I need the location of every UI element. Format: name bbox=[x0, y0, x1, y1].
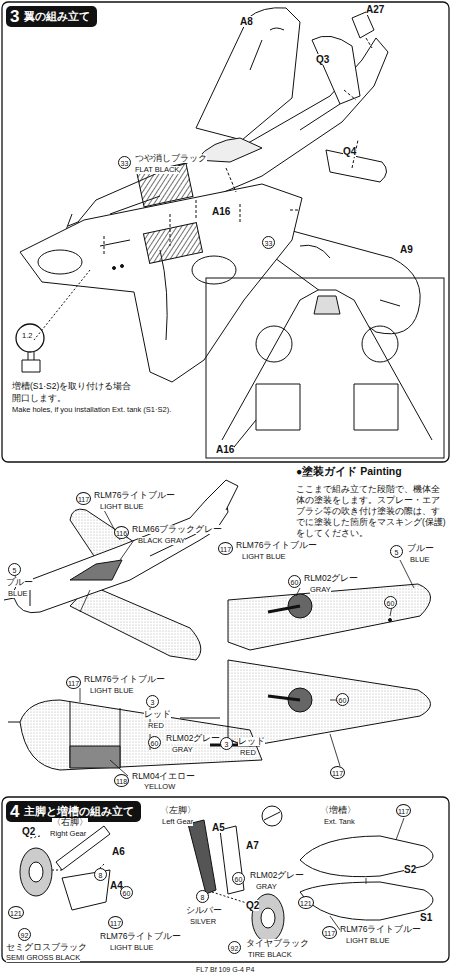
english-note: RED bbox=[148, 722, 164, 730]
color-name: タイヤブラック bbox=[246, 939, 309, 948]
step-banner: 3 翼の組み立て bbox=[6, 6, 97, 27]
english-note: LIGHT BLUE bbox=[90, 687, 134, 695]
part-number: Q4 bbox=[343, 146, 356, 157]
part-number: A27 bbox=[366, 4, 384, 15]
section-heading: ●塗装ガイド Painting bbox=[296, 466, 402, 478]
color-name: 増槽(S1·S2)を取り付ける場合 bbox=[12, 382, 131, 391]
color-name: 〈左脚〉 bbox=[160, 806, 196, 815]
step-title: 翼の組み立て bbox=[24, 9, 90, 24]
color-name: 〈増槽〉 bbox=[320, 806, 356, 815]
english-note: LIGHT BLUE bbox=[346, 937, 390, 945]
color-callout: 8 bbox=[196, 890, 209, 903]
color-callout: 3 bbox=[146, 695, 159, 708]
color-callout: 117 bbox=[322, 926, 337, 939]
color-callout: 92 bbox=[228, 941, 241, 954]
color-name: RLM02グレー bbox=[166, 734, 220, 743]
color-callout: 60 bbox=[148, 736, 161, 749]
part-number: A6 bbox=[112, 846, 125, 857]
color-name: セミグロスブラック bbox=[6, 943, 87, 952]
color-name: つや消しブラック bbox=[135, 154, 207, 163]
color-callout: 117 bbox=[330, 766, 345, 779]
part-number: A9 bbox=[400, 244, 413, 255]
color-callout: 118 bbox=[114, 774, 129, 787]
color-callout: 60 bbox=[288, 575, 301, 588]
color-callout: 117 bbox=[218, 542, 233, 555]
english-note: BLACK GRAY bbox=[138, 537, 185, 545]
english-note: Make holes, if you installation Ext. tan… bbox=[12, 406, 171, 414]
color-name: RLM76ライトブルー bbox=[236, 541, 317, 550]
part-number: S2 bbox=[404, 864, 416, 875]
part-number: A7 bbox=[246, 840, 259, 851]
color-callout: 117 bbox=[76, 492, 91, 505]
color-name: RLM76ライトブルー bbox=[100, 932, 181, 941]
color-callout: 60 bbox=[384, 596, 397, 609]
english-note: GRAY bbox=[256, 883, 277, 891]
english-note: FLAT BLACK bbox=[135, 166, 179, 174]
color-callout: 117 bbox=[66, 676, 81, 689]
color-callout: 60 bbox=[120, 886, 133, 899]
color-callout: 117 bbox=[108, 916, 123, 929]
color-name: RLM76ライトブルー bbox=[340, 925, 421, 934]
color-callout: 121 bbox=[298, 896, 314, 909]
color-callout: 5 bbox=[8, 563, 21, 576]
english-note: RED bbox=[240, 749, 256, 757]
color-name: ブルー bbox=[6, 578, 33, 587]
part-number: A5 bbox=[212, 822, 225, 833]
instruction-note: ここまで組み立てた段階で、機体全体の塗装をします。スプレー・エアブラシ等の吹き付… bbox=[296, 484, 448, 539]
step-number: 3 bbox=[10, 8, 19, 25]
color-name: RLM04イエロー bbox=[132, 772, 195, 781]
part-number: Q2 bbox=[246, 900, 259, 911]
page-footer: FL7 Bf 109 G-4 P4 bbox=[196, 966, 254, 974]
part-number: A8 bbox=[240, 16, 253, 27]
english-note: GRAY bbox=[310, 586, 331, 594]
english-note: GRAY bbox=[172, 746, 193, 754]
color-callout: 8 bbox=[94, 868, 107, 881]
english-note: Right Gear bbox=[50, 830, 86, 838]
color-name: RLM66ブラックグレー bbox=[132, 525, 222, 534]
part-number: A16 bbox=[216, 444, 234, 455]
english-note: YELLOW bbox=[144, 783, 175, 791]
color-name: ブルー bbox=[407, 544, 434, 553]
color-name: RLM76ライトブルー bbox=[84, 675, 165, 684]
english-note: LIGHT BLUE bbox=[110, 944, 154, 952]
part-number: S1 bbox=[420, 912, 432, 923]
color-name: RLM76ライトブルー bbox=[94, 491, 175, 500]
english-note: SILVER bbox=[190, 918, 216, 926]
color-callout: 33 bbox=[118, 156, 131, 169]
color-name: レッド bbox=[144, 710, 171, 719]
english-note: 1.2 bbox=[22, 332, 32, 340]
color-callout: 3 bbox=[220, 737, 233, 750]
part-number: Q2 bbox=[22, 826, 35, 837]
color-callout: 92 bbox=[18, 928, 31, 941]
english-note: SEMI GROSS BLACK bbox=[6, 954, 80, 962]
color-name: レッド bbox=[238, 737, 265, 746]
step-title: 主脚と増槽の組み立て bbox=[24, 804, 134, 819]
color-name: RLM02グレー bbox=[304, 574, 358, 583]
part-number: Q3 bbox=[316, 54, 329, 65]
color-name: シルバー bbox=[186, 906, 222, 915]
english-note: Left Gear bbox=[162, 818, 193, 826]
color-callout: 60 bbox=[232, 872, 245, 885]
english-note: Ext. Tank bbox=[324, 818, 355, 826]
color-callout: 117 bbox=[396, 804, 411, 817]
english-note: BLUE bbox=[8, 590, 28, 598]
english-note: BLUE bbox=[410, 556, 430, 564]
color-name: 〈右脚〉 bbox=[52, 818, 88, 827]
step-number: 4 bbox=[10, 803, 19, 820]
color-callout: 33 bbox=[262, 236, 275, 249]
color-callout: 5 bbox=[390, 545, 403, 558]
english-note: TIRE BLACK bbox=[248, 951, 292, 959]
color-callout: 60 bbox=[336, 693, 349, 706]
part-number: A16 bbox=[212, 206, 230, 217]
color-callout: 121 bbox=[8, 906, 24, 919]
color-name: 開口します。 bbox=[12, 394, 66, 403]
english-note: LIGHT BLUE bbox=[100, 503, 144, 511]
english-note: LIGHT BLUE bbox=[242, 553, 286, 561]
color-name: RLM02グレー bbox=[250, 871, 304, 880]
